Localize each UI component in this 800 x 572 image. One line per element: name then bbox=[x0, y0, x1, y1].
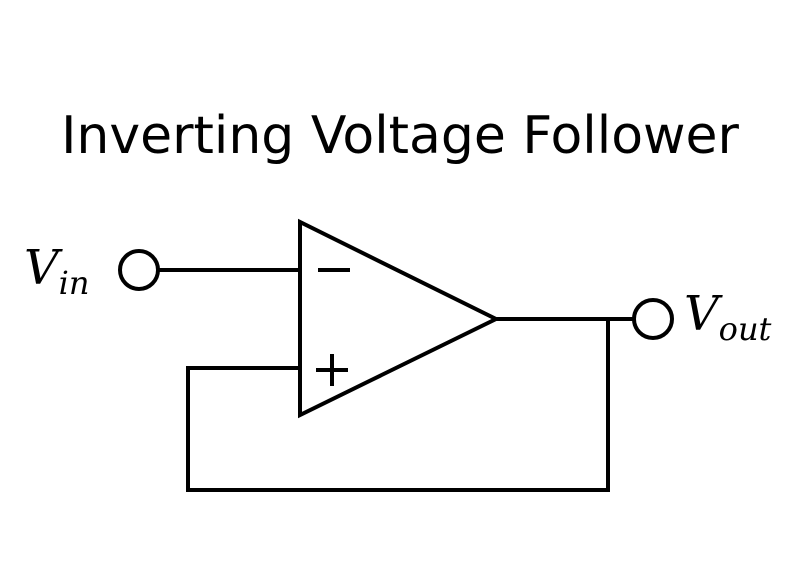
input-voltage-subscript: in bbox=[58, 264, 90, 302]
noninverting-input-plus-sign bbox=[316, 354, 348, 386]
feedback-wire bbox=[186, 317, 610, 492]
output-terminal bbox=[632, 298, 674, 340]
output-voltage-label: Vout bbox=[684, 290, 771, 345]
output-voltage-symbol: V bbox=[684, 286, 719, 342]
diagram-title: Inverting Voltage Follower bbox=[61, 106, 739, 166]
op-amp-triangle bbox=[298, 218, 501, 419]
input-terminal bbox=[118, 249, 160, 291]
input-voltage-symbol: V bbox=[24, 240, 59, 296]
output-voltage-subscript: out bbox=[718, 310, 772, 348]
input-voltage-label: Vin bbox=[24, 244, 90, 299]
